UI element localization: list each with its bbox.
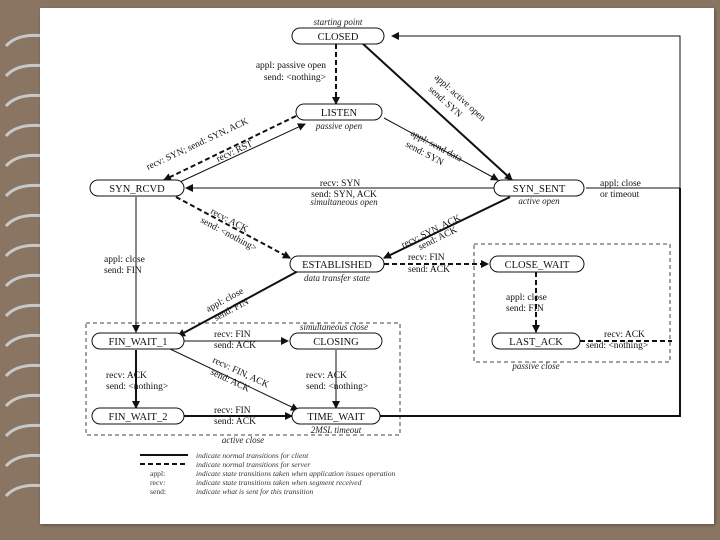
transition-syn-rcvd-listen <box>179 123 306 183</box>
label-rcvd-appl-close: appl: close <box>104 255 145 265</box>
svg-text:FIN_WAIT_2: FIN_WAIT_2 <box>109 412 168 423</box>
state-close-wait: CLOSE_WAIT <box>489 255 585 273</box>
legend-key-appl: appl: <box>150 469 165 478</box>
svg-text:TIME_WAIT: TIME_WAIT <box>307 412 365 423</box>
caption-simultaneous-close: simultaneous close <box>300 322 368 332</box>
svg-text:ESTABLISHED: ESTABLISHED <box>302 260 372 271</box>
caption-data-transfer-state: data transfer state <box>304 273 370 283</box>
label-fw1-recv-ack: recv: ACK <box>106 371 147 381</box>
transition-time-wait-closed <box>380 188 681 417</box>
state-listen: LISTEN <box>295 103 383 121</box>
svg-text:CLOSED: CLOSED <box>318 32 359 43</box>
caption-simultaneous-open: simultaneous open <box>310 197 378 207</box>
svg-text:LAST_ACK: LAST_ACK <box>509 337 563 348</box>
label-est-recv-fin: recv: FIN <box>408 253 445 263</box>
state-syn-rcvd: SYN_RCVD <box>89 179 185 197</box>
active-close-group <box>85 322 401 436</box>
svg-text:SYN_RCVD: SYN_RCVD <box>109 184 165 195</box>
label-fw2-recv-fin: recv: FIN <box>214 406 251 416</box>
label-cw-appl-close: appl: close <box>506 293 547 303</box>
caption-2msl-timeout: 2MSL timeout <box>311 425 362 435</box>
legend-text-recv: indicate state transitions taken when se… <box>196 478 362 487</box>
caption-active-close: active close <box>222 435 264 445</box>
label-recv-syn-send-synack: recv: SYN; send: SYN, ACK <box>145 117 250 173</box>
state-closing: CLOSING <box>289 332 383 350</box>
label-fw1-recv-fin: recv: FIN <box>214 330 251 340</box>
state-fin-wait-2: FIN_WAIT_2 <box>91 407 185 425</box>
caption-passive-open: passive open <box>315 121 363 131</box>
svg-text:FIN_WAIT_1: FIN_WAIT_1 <box>109 337 168 348</box>
svg-text:CLOSE_WAIT: CLOSE_WAIT <box>505 260 570 271</box>
label-appl-close: appl: close <box>600 179 641 189</box>
transition-listen-syn-rcvd <box>163 115 297 181</box>
label-cl-recv-ack: recv: ACK <box>306 371 347 381</box>
label-est-send-ack: send: ACK <box>408 265 450 275</box>
label-rcvd-send-fin: send: FIN <box>104 266 142 276</box>
label-fw1-send-nothing: send: <nothing> <box>106 382 168 392</box>
legend-text-appl: indicate state transitions taken when ap… <box>196 469 396 478</box>
transition-syn-sent-closed <box>391 32 681 189</box>
caption-passive-close: passive close <box>511 361 559 371</box>
transition-closed-syn-sent <box>361 42 513 181</box>
label-cw-send-fin: send: FIN <box>506 304 544 314</box>
state-last-ack: LAST_ACK <box>491 332 581 350</box>
legend-key-send: send: <box>150 487 166 496</box>
state-fin-wait-1: FIN_WAIT_1 <box>91 332 185 350</box>
legend-key-recv: recv: <box>150 478 165 487</box>
legend-text-server: indicate normal transitions for server <box>196 460 310 469</box>
passive-close-group <box>473 243 671 363</box>
caption-active-open: active open <box>518 196 560 206</box>
label-simopen-recv: recv: SYN <box>320 179 361 189</box>
legend-text-client: indicate normal transitions for client <box>196 451 309 460</box>
label-send-nothing: send: <nothing> <box>264 73 326 83</box>
label-simopen-send: send: SYN, ACK <box>311 190 377 200</box>
transition-syn-sent-established <box>383 196 511 259</box>
label-la-recv-ack: recv: ACK <box>604 330 645 340</box>
state-syn-sent: SYN_SENT <box>493 179 585 197</box>
transition-syn-rcvd-established <box>175 196 291 259</box>
transition-established-fin-wait-1 <box>177 269 301 337</box>
label-cl-send-nothing: send: <nothing> <box>306 382 368 392</box>
svg-text:CLOSING: CLOSING <box>313 337 359 348</box>
transition-fin-wait-1-time-wait <box>167 347 299 411</box>
label-passive-open: appl: passive open <box>256 61 326 71</box>
state-time-wait: TIME_WAIT <box>291 407 381 425</box>
label-or-timeout: or timeout <box>600 190 640 200</box>
state-established: ESTABLISHED <box>289 255 385 273</box>
state-closed: CLOSED <box>291 27 385 45</box>
label-la-send-nothing: send: <nothing> <box>586 341 648 351</box>
svg-text:LISTEN: LISTEN <box>321 108 358 119</box>
label-recv-rst: recv: RST <box>215 139 255 165</box>
svg-text:SYN_SENT: SYN_SENT <box>513 184 566 195</box>
caption-starting-point: starting point <box>314 17 363 27</box>
label-fw2-send-ack: send: ACK <box>214 417 256 427</box>
transition-listen-syn-sent <box>383 117 499 181</box>
label-fw1-send-ack: send: ACK <box>214 341 256 351</box>
legend-text-send: indicate what is sent for this transitio… <box>196 487 313 496</box>
legend: indicate normal transitions for client i… <box>140 451 396 496</box>
